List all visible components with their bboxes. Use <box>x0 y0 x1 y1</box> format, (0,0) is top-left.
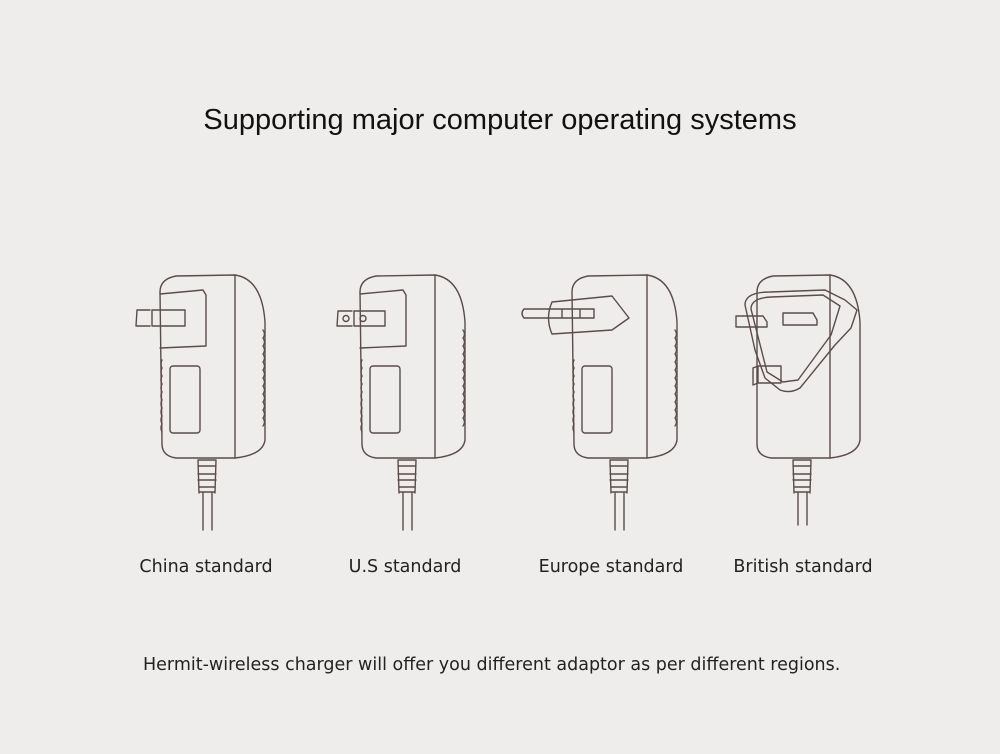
page-title: Supporting major computer operating syst… <box>203 104 797 136</box>
europe-plug-adapter-icon <box>521 274 678 531</box>
adapter-label-us: U.S standard <box>348 557 462 577</box>
adapter-label-europe: Europe standard <box>538 557 684 577</box>
regions-note: Hermit-wireless charger will offer you d… <box>143 655 841 675</box>
us-plug-adapter-icon <box>336 274 466 531</box>
china-plug-adapter-icon <box>135 274 266 531</box>
adapter-label-british: British standard <box>733 557 873 577</box>
british-plug-adapter-icon <box>735 274 861 526</box>
adapter-label-china: China standard <box>139 557 273 577</box>
